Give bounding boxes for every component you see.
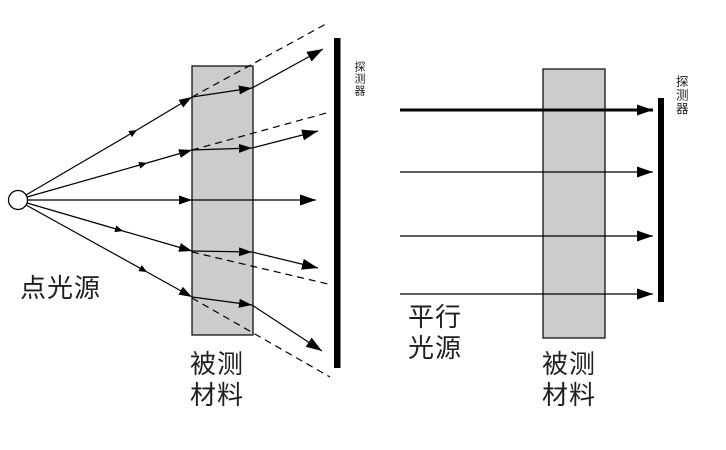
- parallel-source-label: 平行 光源: [408, 303, 463, 363]
- point-source-label: 点光源: [20, 274, 102, 303]
- light-ray: [251, 304, 323, 352]
- light-ray: [26, 202, 193, 252]
- test-material-slab: [542, 68, 606, 339]
- exit-rays: [192, 48, 324, 352]
- detector-label-right: 探测器: [673, 75, 688, 116]
- parallel-rays: [400, 104, 653, 300]
- point-source-circle: [7, 189, 29, 211]
- light-ray: [191, 247, 253, 257]
- light-ray: [26, 149, 193, 198]
- light-ray: [191, 296, 253, 308]
- detector-label-left: 探测器: [352, 61, 365, 97]
- light-ray: [251, 48, 324, 89]
- incident-rays: [25, 96, 193, 298]
- parallel-source-diagram: [400, 68, 664, 339]
- undeviated-ray-dashed: [191, 23, 327, 98]
- detector-bar: [658, 98, 664, 302]
- light-ray: [191, 85, 253, 98]
- light-ray: [251, 251, 319, 270]
- refracted-rays-inside: [191, 85, 253, 308]
- undeviated-rays: [191, 23, 331, 378]
- light-ray: [25, 96, 193, 196]
- light-ray: [25, 204, 193, 298]
- point-source-diagram: [7, 23, 341, 378]
- detector-bar: [334, 38, 341, 368]
- test-material-label-right: 被测 材料: [542, 350, 597, 410]
- light-ray: [251, 129, 319, 149]
- light-ray: [191, 143, 253, 153]
- test-material-label-left: 被测 材料: [190, 350, 245, 410]
- undeviated-ray-dashed: [191, 297, 331, 378]
